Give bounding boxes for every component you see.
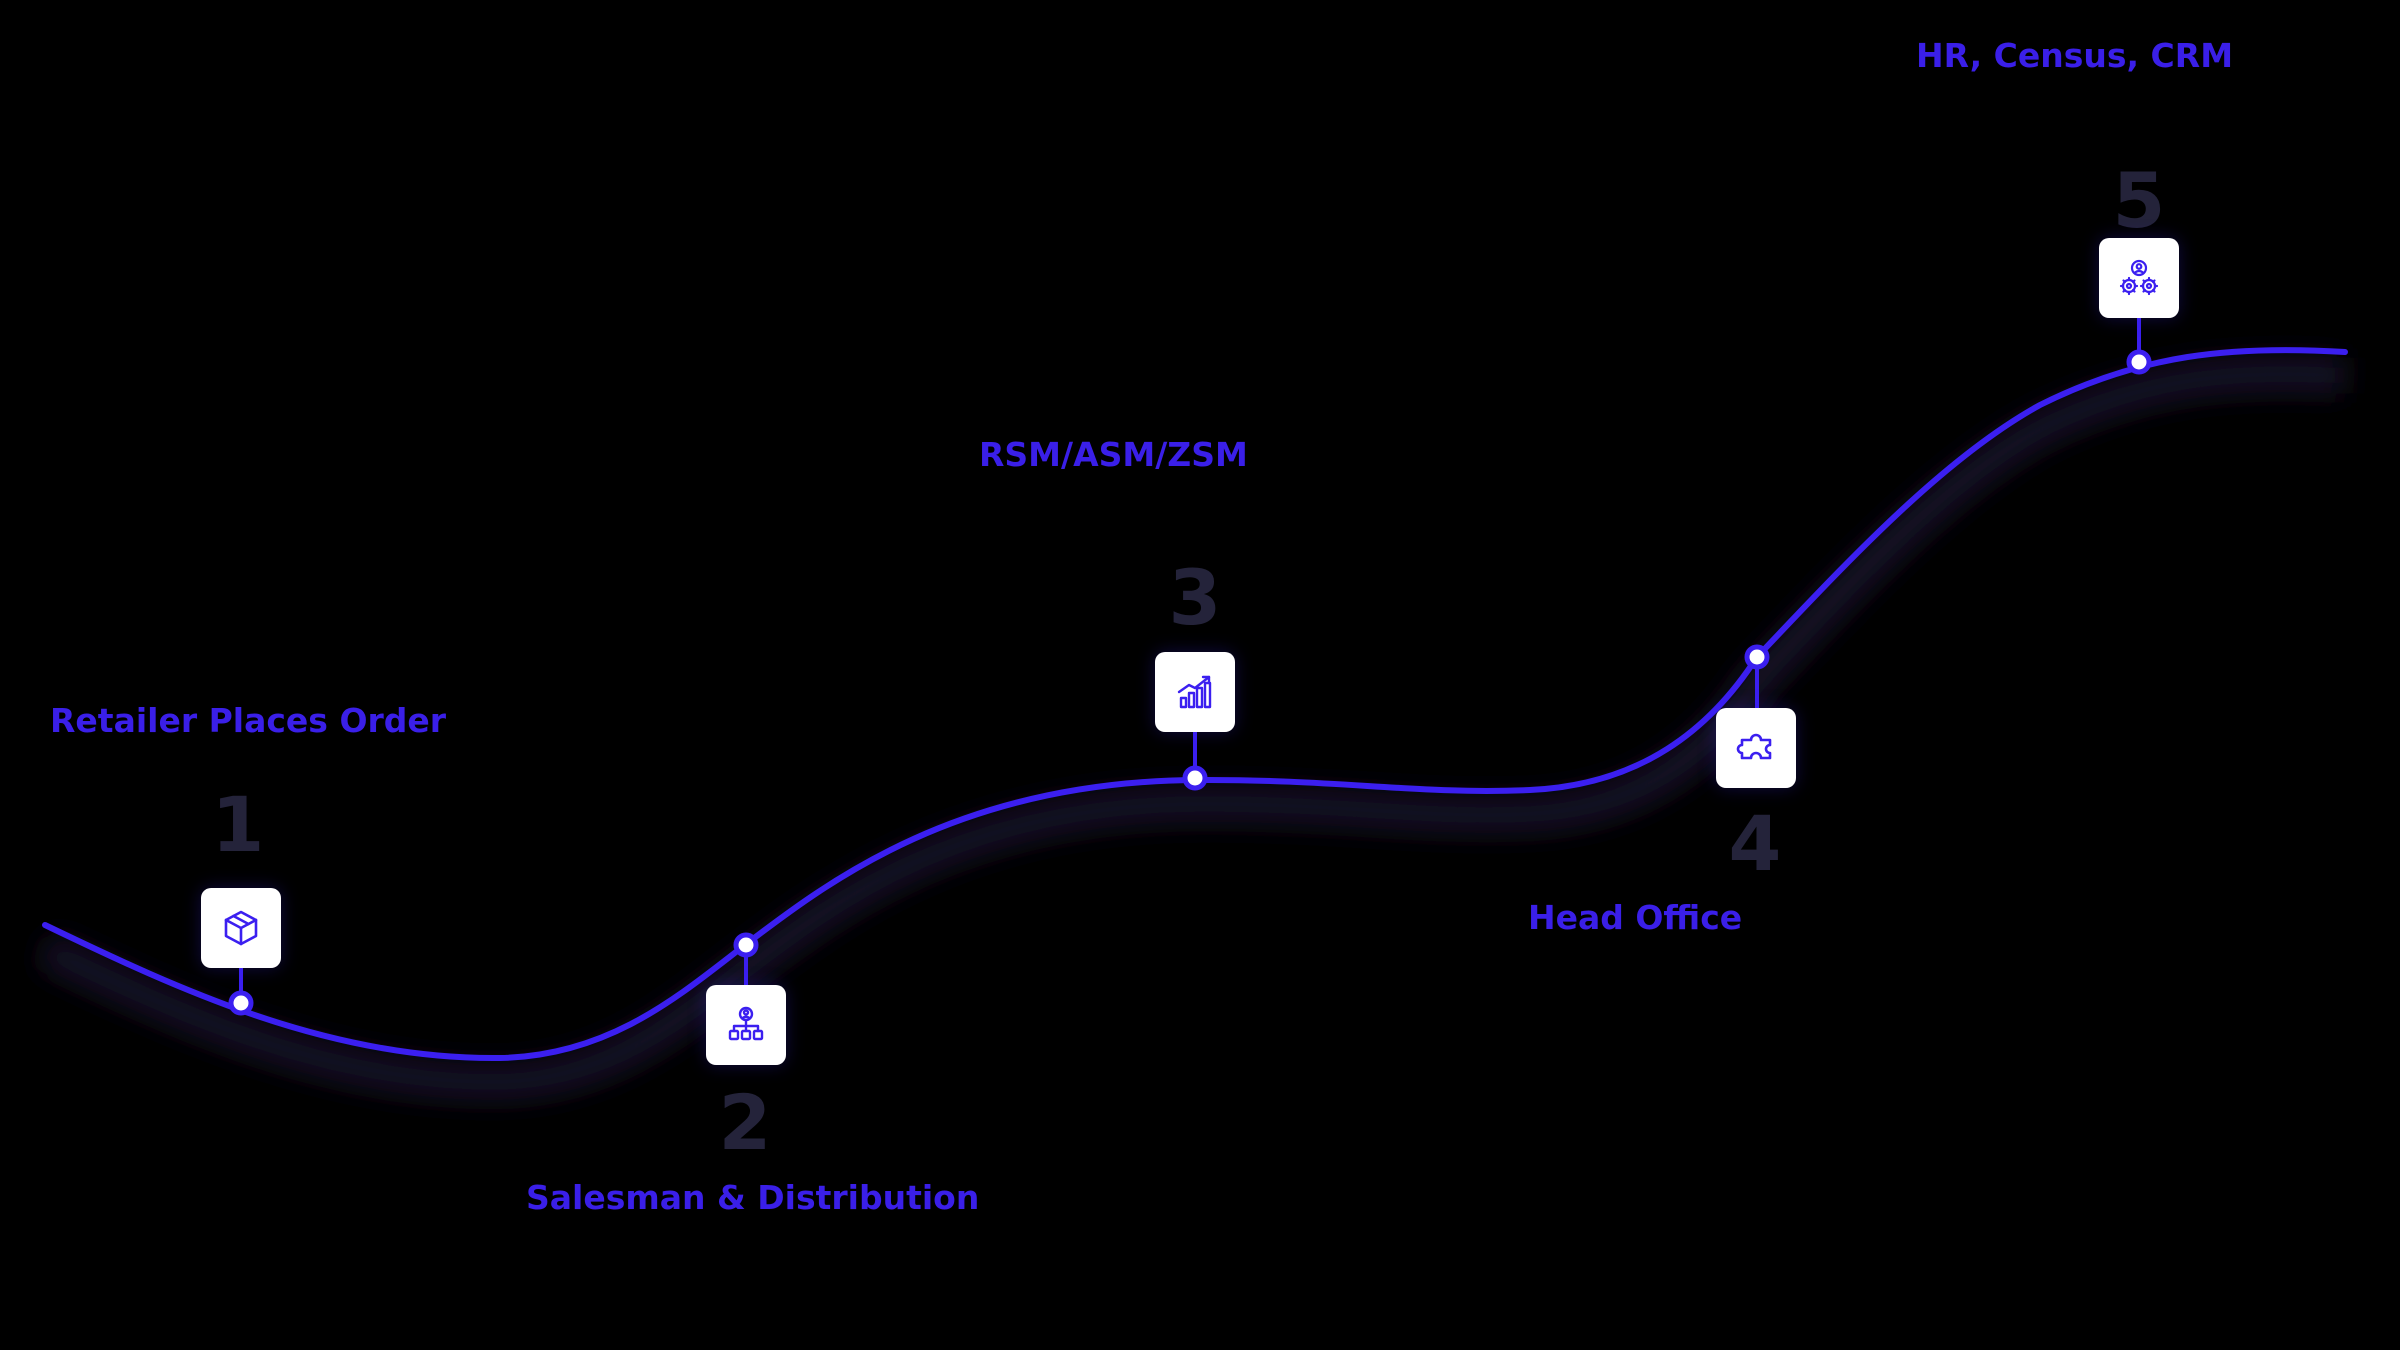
- milestone-dot-2: [733, 932, 759, 958]
- milestone-dot-1: [228, 990, 254, 1016]
- milestone-dot-3: [1182, 765, 1208, 791]
- step-icon-box-3: [1155, 652, 1235, 732]
- org-hierarchy-icon: [728, 1006, 764, 1041]
- step-number-4: 4: [1728, 799, 1782, 888]
- step-number-5: 5: [2112, 156, 2166, 245]
- puzzle-piece-icon: [1736, 733, 1772, 760]
- step-number-2: 2: [718, 1078, 772, 1167]
- journey-curve-shadow: [37, 356, 2347, 1101]
- journey-curve: [42, 347, 2348, 1062]
- step-label-2: Salesman & Distribution: [526, 1178, 980, 1217]
- step-number-1: 1: [211, 780, 265, 869]
- step-label-3: RSM/ASM/ZSM: [979, 435, 1248, 474]
- milestone-dot-5: [2126, 349, 2152, 375]
- step-number-3: 3: [1168, 553, 1222, 642]
- growth-bar-chart-icon: [1177, 675, 1212, 709]
- step-label-4: Head Office: [1528, 898, 1743, 937]
- step-icon-box-5: [2099, 238, 2179, 318]
- step-label-5: HR, Census, CRM: [1916, 36, 2234, 75]
- package-box-icon: [224, 910, 258, 946]
- milestone-dot-4: [1744, 644, 1770, 670]
- step-icon-box-4: [1716, 708, 1796, 788]
- step-icon-box-1: [201, 888, 281, 968]
- step-label-1: Retailer Places Order: [50, 701, 447, 740]
- team-gears-icon: [2119, 259, 2159, 296]
- step-icon-box-2: [706, 985, 786, 1065]
